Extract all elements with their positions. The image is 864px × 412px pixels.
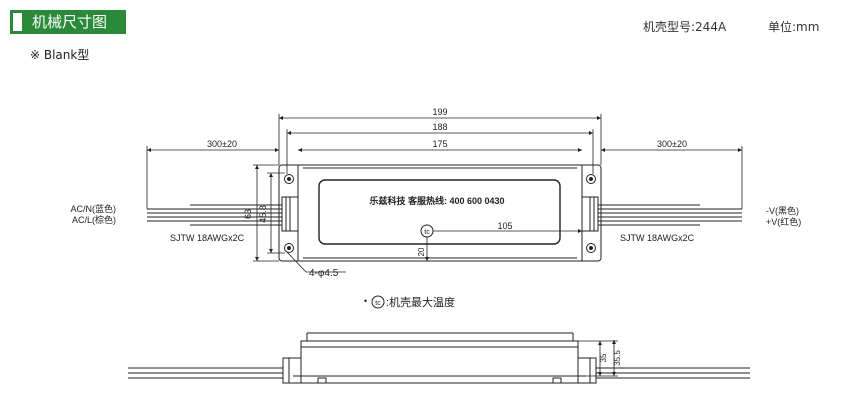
tc-legend-symbol: tc — [375, 300, 381, 307]
dim-overall: 199 — [432, 107, 447, 117]
top-view — [147, 164, 742, 262]
right-wire-pos: +V(红色) — [766, 216, 801, 227]
variant-label: ※ Blank型 — [30, 48, 90, 62]
mount-hole — [284, 243, 294, 253]
left-wire-l: AC/L(棕色) — [72, 214, 116, 225]
header-marker — [13, 13, 22, 31]
dim-inner: 175 — [432, 139, 447, 149]
section-title: 机械尺寸图 — [32, 13, 108, 31]
label-plate — [318, 179, 561, 245]
dim-cable-right: 300±20 — [657, 139, 687, 149]
dim-height-inner: 45.8 — [258, 205, 268, 223]
dim-side-h2: 35.5 — [613, 350, 622, 366]
tc-legend-icon — [371, 295, 385, 309]
mount-hole — [586, 243, 596, 253]
dim-side-h1: 35 — [599, 353, 608, 362]
section-header: 机械尺寸图 — [10, 10, 126, 34]
dim-cable-left: 300±20 — [207, 139, 237, 149]
dim-height: 63 — [243, 209, 253, 219]
tc-legend-text: :机壳最大温度 — [386, 295, 455, 309]
tc-point-symbol: tc — [424, 229, 430, 236]
tc-legend-bullet: • — [364, 296, 367, 306]
side-housing — [300, 340, 579, 377]
mount-hole — [284, 174, 294, 184]
right-wire-neg: -V(黑色) — [766, 205, 799, 216]
side-dimension-lines — [578, 340, 618, 377]
left-wire-n: AC/N(蓝色) — [71, 203, 117, 214]
left-cable-spec: SJTW 18AWGx2C — [170, 233, 245, 243]
side-view — [128, 332, 750, 384]
label-plate-text: 乐兹科技 客服热线: 400 600 0430 — [369, 195, 504, 206]
case-model: 机壳型号:244A — [643, 20, 727, 34]
dimension-lines — [146, 114, 743, 273]
right-cable-spec: SJTW 18AWGx2C — [620, 233, 695, 243]
mount-hole — [586, 174, 596, 184]
dim-mid: 188 — [432, 122, 447, 132]
unit-label: 单位:mm — [768, 20, 820, 34]
dim-holes: 4-φ4.5 — [309, 268, 339, 279]
dim-tc-y: 20 — [417, 247, 426, 256]
side-left-gland — [282, 357, 302, 384]
dim-tc-x: 105 — [497, 221, 512, 231]
side-right-gland — [577, 357, 597, 384]
